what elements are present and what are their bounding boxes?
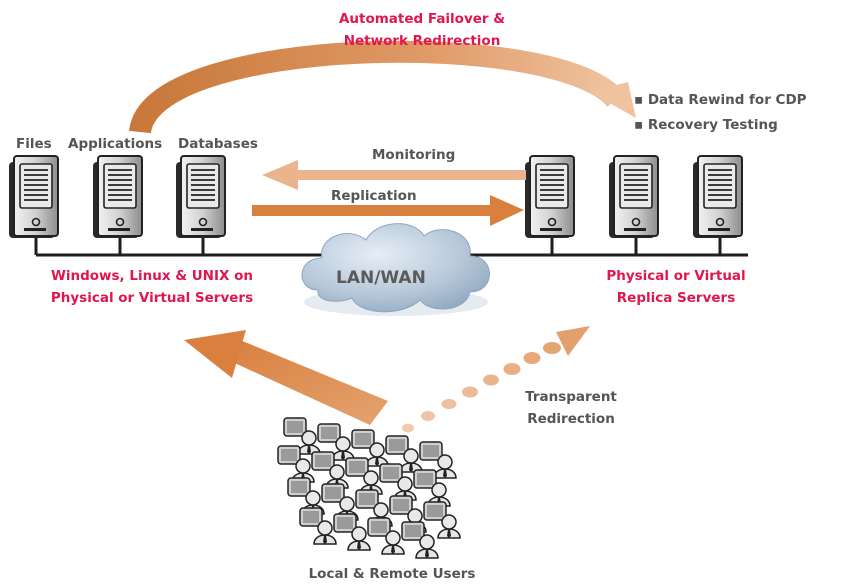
- source-servers-label-line-2: Physical or Virtual Servers: [50, 290, 254, 306]
- users-label: Local & Remote Users: [308, 566, 476, 582]
- replica-servers-label-line-1: Physical or Virtual: [606, 268, 746, 284]
- label-files: Files: [16, 136, 52, 152]
- replica-server-icon-3: [692, 155, 743, 239]
- replica-server-icon-1: [524, 155, 575, 239]
- label-applications: Applications: [68, 136, 163, 152]
- replica-servers-label-line-2: Replica Servers: [616, 290, 736, 306]
- user-crowd-icon: [277, 417, 461, 559]
- failover-title-line-1: Automated Failover &: [338, 11, 506, 27]
- label-databases: Databases: [178, 136, 258, 152]
- server-icon-databases: [175, 155, 226, 239]
- redirection-dotted-arrow: [402, 326, 590, 433]
- replication-arrow: [252, 195, 524, 226]
- redirection-label-line-1: Transparent: [525, 389, 617, 405]
- source-servers-label-line-1: Windows, Linux & UNIX on: [50, 268, 253, 284]
- monitoring-label: Monitoring: [372, 147, 456, 163]
- network-label: LAN/WAN: [336, 268, 426, 288]
- redirection-label-line-2: Redirection: [527, 411, 615, 427]
- server-icon-applications: [92, 155, 143, 239]
- replica-servers-label: Physical or Virtual Replica Servers: [576, 265, 776, 309]
- replica-feature-list: ▪ Data Rewind for CDP ▪ Recovery Testing: [634, 88, 807, 138]
- server-icon-files: [8, 155, 59, 239]
- failover-title: Automated Failover & Network Redirection: [252, 8, 592, 52]
- replication-label: Replication: [331, 188, 417, 204]
- redirection-label: Transparent Redirection: [506, 386, 636, 430]
- user-access-arrow: [184, 330, 388, 425]
- source-servers-label: Windows, Linux & UNIX on Physical or Vir…: [14, 265, 290, 309]
- feature-recovery-testing: ▪ Recovery Testing: [634, 117, 778, 133]
- feature-data-rewind: ▪ Data Rewind for CDP: [634, 92, 807, 108]
- failover-title-line-2: Network Redirection: [343, 33, 501, 49]
- server-stems: [34, 236, 722, 255]
- lan-wan-cloud: [301, 223, 490, 316]
- replica-server-icon-2: [608, 155, 659, 239]
- monitoring-arrow: [262, 160, 526, 190]
- failover-arc-arrow: [129, 40, 636, 135]
